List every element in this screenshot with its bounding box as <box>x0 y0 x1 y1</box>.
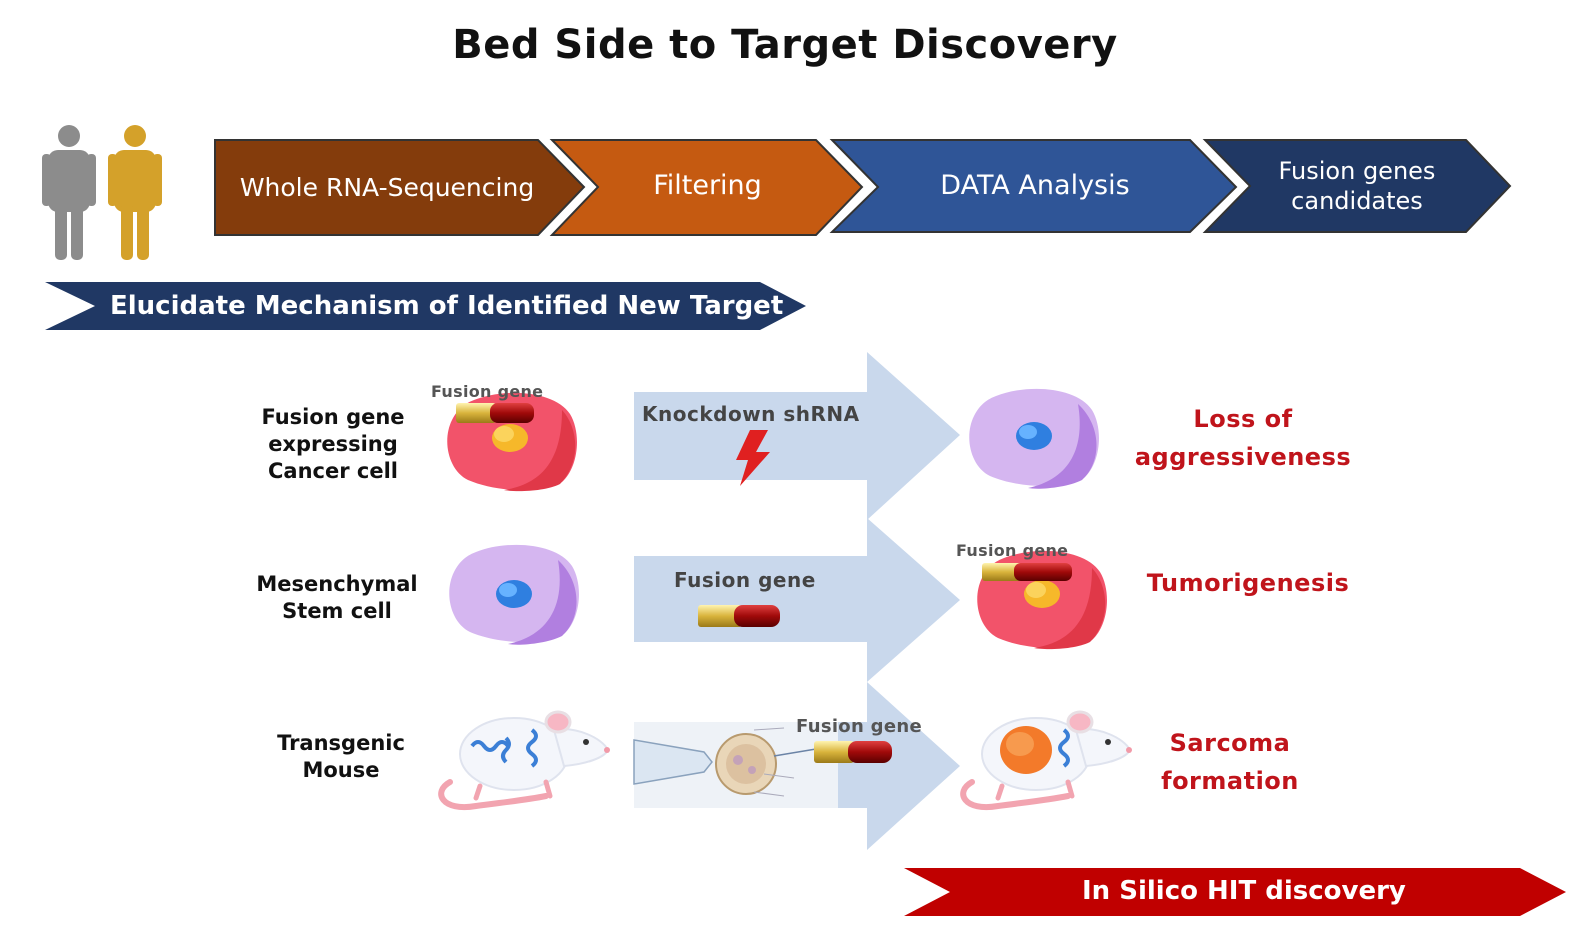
person-icon <box>108 125 162 260</box>
cell-tag-fusion-gene: Fusion gene <box>431 382 544 401</box>
arrow-text-fusion-gene-mouse: Fusion gene <box>796 716 922 737</box>
in-silico-banner-label: In Silico HIT discovery <box>1082 876 1406 906</box>
row-label-transgenic-mouse: Transgenic Mouse <box>277 731 405 782</box>
arrow-row-2 <box>634 518 960 682</box>
stem-cell-icon <box>449 544 579 645</box>
mouse-icon <box>960 710 1132 811</box>
pipeline-step-fusion-candidates <box>1202 139 1512 233</box>
mechanism-banner-label: Elucidate Mechanism of Identified New Ta… <box>110 291 784 321</box>
fusion-gene-capsule-icon <box>456 403 534 423</box>
mechanism-banner <box>45 282 806 330</box>
person-icon <box>42 125 96 260</box>
pipeline-chevrons <box>214 139 1512 236</box>
microinjection-icon <box>633 722 838 808</box>
fusion-gene-capsule-icon <box>814 741 892 763</box>
mouse-icon <box>438 710 610 811</box>
pipeline-label-data-analysis: DATA Analysis <box>940 170 1130 201</box>
stem-cell-icon <box>969 388 1099 489</box>
fusion-gene-capsule-icon <box>982 563 1072 581</box>
result-tag-fusion-gene: Fusion gene <box>956 541 1069 560</box>
pipeline-label-fusion-candidates: Fusion genes candidates <box>1278 157 1436 215</box>
page-title: Bed Side to Target Discovery <box>452 22 1118 68</box>
row-label-stem-cell: Mesenchymal Stem cell <box>256 572 418 623</box>
pipeline-step-rna-seq <box>214 139 586 236</box>
result-tumorigenesis: Tumorigenesis <box>1146 569 1350 597</box>
fusion-gene-capsule-icon <box>698 605 780 627</box>
lightning-icon <box>736 430 770 486</box>
result-sarcoma-formation: Sarcoma formation <box>1161 729 1299 795</box>
arrow-text-fusion-gene: Fusion gene <box>674 568 816 592</box>
arrow-text-knockdown: Knockdown shRNA <box>642 402 860 426</box>
arrow-row-1 <box>634 352 960 520</box>
row-label-cancer-cell: Fusion gene expressing Cancer cell <box>261 405 405 483</box>
pipeline-step-filtering <box>549 139 864 236</box>
pipeline-label-rna-seq: Whole RNA-Sequencing <box>239 173 535 202</box>
result-loss-of-aggressiveness: Loss of aggressiveness <box>1134 405 1352 471</box>
pipeline-label-filtering: Filtering <box>653 170 762 201</box>
pipeline-step-data-analysis <box>829 139 1238 233</box>
